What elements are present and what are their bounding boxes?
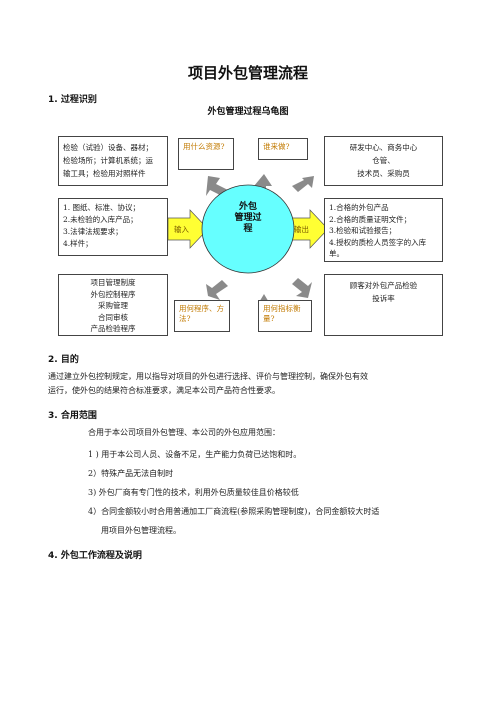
section-4-heading: 4. 外包工作流程及说明 xyxy=(48,551,142,561)
arrow-bottom-left-icon xyxy=(206,280,228,300)
section-3-intro: 合用于本公司项目外包管理、本公司的外包应用范围： xyxy=(88,428,280,437)
output-label: 输出 xyxy=(294,225,309,234)
resources-line: 检验（试验）设备、器材； xyxy=(63,143,153,152)
outputs-line: 3.检验和试验报告； xyxy=(329,226,397,235)
arrow-top-right-icon xyxy=(292,176,314,192)
turtle-diagram: 检验（试验）设备、器材； 检验场所；计算机系统；运 输工具；检验用对照样件 用什… xyxy=(58,128,443,342)
list-item: 4）合同金额较小时合用普通加工厂商流程(参照采购管理制度)，合同金额较大时适 xyxy=(88,507,380,516)
inputs-line: 3.法律法规要求； xyxy=(63,227,123,236)
people-line: 仓管、 xyxy=(372,156,395,165)
core-process-ellipse xyxy=(201,184,295,274)
outputs-line: 1.合格的外包产品 xyxy=(329,203,389,212)
metrics-line: 投诉率 xyxy=(372,294,395,303)
procedures-line: 外包控制程序 xyxy=(90,289,136,299)
section-2-text: 通过建立外包控制规定，用以指导对项目的外包进行选择、评价与管理控制，确保外包有效… xyxy=(48,370,468,398)
outputs-box: 1.合格的外包产品 2.合格的质量证明文件； 3.检验和试验报告； 4.授权的质… xyxy=(324,198,443,262)
core-line: 管理过 xyxy=(234,213,262,223)
metrics-box: 顾客对外包产品检验 投诉率 xyxy=(324,274,443,336)
core-process-label: 外包 管理过 程 xyxy=(208,202,288,235)
para-line: 通过建立外包控制规定，用以指导对项目的外包进行选择、评价与管理控制，确保外包有效 xyxy=(48,372,368,381)
list-item: 1 ) 用于本公司人员、设备不足，生产能力负荷已达饱和时。 xyxy=(88,450,302,459)
people-line: 研发中心、商务中心 xyxy=(349,143,418,152)
outputs-line: 2.合格的质量证明文件； xyxy=(329,214,412,224)
output-arrow-icon xyxy=(289,209,329,249)
diagram-title: 外包管理过程乌龟图 xyxy=(207,107,289,117)
procedures-line: 项目管理制度 xyxy=(90,278,136,287)
resources-line: 输工具；检验用对照样件 xyxy=(63,169,146,178)
resources-line: 检验场所；计算机系统；运 xyxy=(63,156,153,165)
core-line: 程 xyxy=(243,224,253,234)
inputs-line: 2.未检验的入库产品； xyxy=(63,215,138,224)
outputs-line: 单。 xyxy=(329,249,344,258)
core-line: 外包 xyxy=(238,202,257,212)
people-box: 研发中心、商务中心 仓管、 技术员、采购员 xyxy=(324,136,443,186)
procedures-box: 项目管理制度 外包控制程序 采购管理 合同审核 产品检验程序 xyxy=(58,274,168,336)
input-arrow-icon xyxy=(167,209,209,249)
list-item: 2）特殊产品无法自制时 xyxy=(88,469,174,478)
procedures-line: 产品检验程序 xyxy=(90,324,136,333)
inputs-box: 1. 图纸、标准、协议； 2.未检验的入库产品； 3.法律法规要求； 4.样件； xyxy=(58,198,168,256)
arrow-bottom-right-icon xyxy=(292,278,312,298)
procedures-line: 合同审核 xyxy=(98,312,128,322)
para-line: 运行，使外包的结果符合标准要求，满足本公司产品符合性要求。 xyxy=(48,386,280,395)
what-procedures-question: 用何程序、方法? xyxy=(174,300,230,332)
inputs-line: 4.样件； xyxy=(63,239,93,248)
who-question: 谁来做? xyxy=(258,138,308,160)
list-item: 3) 外包厂商有专门性的技术，利用外包质量较佳且价格较低 xyxy=(88,488,299,497)
procedures-line: 采购管理 xyxy=(98,301,128,310)
what-metrics-question: 用何指标衡量? xyxy=(258,300,312,332)
resources-box: 检验（试验）设备、器材； 检验场所；计算机系统；运 输工具；检验用对照样件 xyxy=(58,136,168,186)
list-item-continuation: 用项目外包管理流程。 xyxy=(101,526,181,535)
arrow-top-left-icon xyxy=(206,176,228,196)
people-line: 技术员、采购员 xyxy=(357,169,410,178)
diagram-arrows xyxy=(167,174,329,312)
section-3-list: 1 ) 用于本公司人员、设备不足，生产能力负荷已达饱和时。 2）特殊产品无法自制… xyxy=(88,445,468,540)
document-title: 项目外包管理流程 xyxy=(187,64,308,82)
inputs-line: 1. 图纸、标准、协议； xyxy=(63,203,141,212)
section-3-heading: 3. 合用范围 xyxy=(48,411,97,421)
outputs-line: 4.授权的质检人员签字的入库 xyxy=(329,237,427,247)
metrics-line: 顾客对外包产品检验 xyxy=(349,281,418,290)
section-2-heading: 2. 目的 xyxy=(48,355,79,365)
what-resources-question: 用什么资源? xyxy=(178,138,234,170)
arrow-top-center-icon xyxy=(254,174,272,194)
section-1-heading: 1. 过程识别 xyxy=(48,95,97,105)
input-label: 输入 xyxy=(174,225,189,234)
